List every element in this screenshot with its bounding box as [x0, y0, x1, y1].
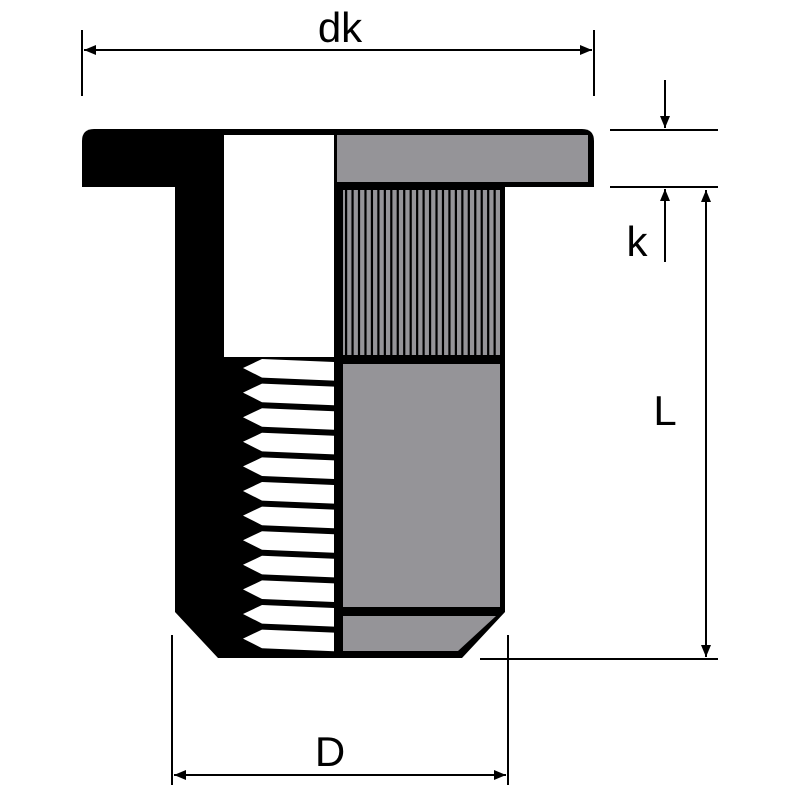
knurl-line [396, 190, 399, 355]
knurl-line [345, 190, 348, 355]
knurl-line [428, 190, 432, 355]
dk-label: dk [318, 4, 363, 51]
thread-tooth [243, 457, 334, 479]
knurl-line [383, 190, 386, 355]
body-section [175, 135, 505, 658]
thread-tooth [243, 383, 334, 406]
L-label: L [653, 387, 676, 434]
thread-tooth [243, 506, 334, 529]
thread-tooth [243, 580, 334, 602]
thread-tooth [243, 359, 334, 381]
bore [224, 135, 334, 357]
thread-tooth [243, 432, 334, 455]
knurl-line [409, 190, 412, 355]
knurl-line [403, 190, 406, 355]
knurl-line [357, 190, 361, 355]
dimension-dk: dk [81, 4, 595, 96]
dimension-D: D [171, 635, 509, 785]
thread-tooth [243, 629, 334, 652]
knurl-line [422, 190, 425, 355]
knurl-line [370, 190, 374, 355]
knurl-line [416, 190, 419, 355]
chamfer-section [343, 616, 496, 651]
knurl-line [493, 190, 496, 355]
knurl-line [390, 190, 393, 355]
knurl-line [364, 190, 367, 355]
D-label: D [315, 728, 345, 775]
flange-head [82, 129, 594, 187]
knurl-line [435, 190, 438, 355]
k-label: k [627, 218, 649, 265]
knurl-line [351, 190, 354, 355]
dimension-k: k [610, 80, 718, 265]
knurl-line [377, 190, 380, 355]
thread-tooth [243, 605, 334, 627]
knurl-line [487, 190, 490, 355]
thread-tooth [243, 408, 334, 430]
thread-teeth [243, 359, 334, 652]
shank-section [343, 364, 500, 607]
knurl-line [461, 190, 464, 355]
knurl-line [474, 190, 477, 355]
knurl-line [441, 190, 445, 355]
knurl-stripes [345, 190, 496, 355]
knurl-region [343, 190, 500, 355]
knurl-line [454, 190, 457, 355]
knurl-line [448, 190, 451, 355]
dimension-L: L [480, 190, 718, 660]
knurl-line [480, 190, 483, 355]
thread-tooth [243, 555, 334, 578]
knurl-line [467, 190, 470, 355]
thread-tooth [243, 482, 334, 504]
thread-tooth [243, 531, 334, 553]
